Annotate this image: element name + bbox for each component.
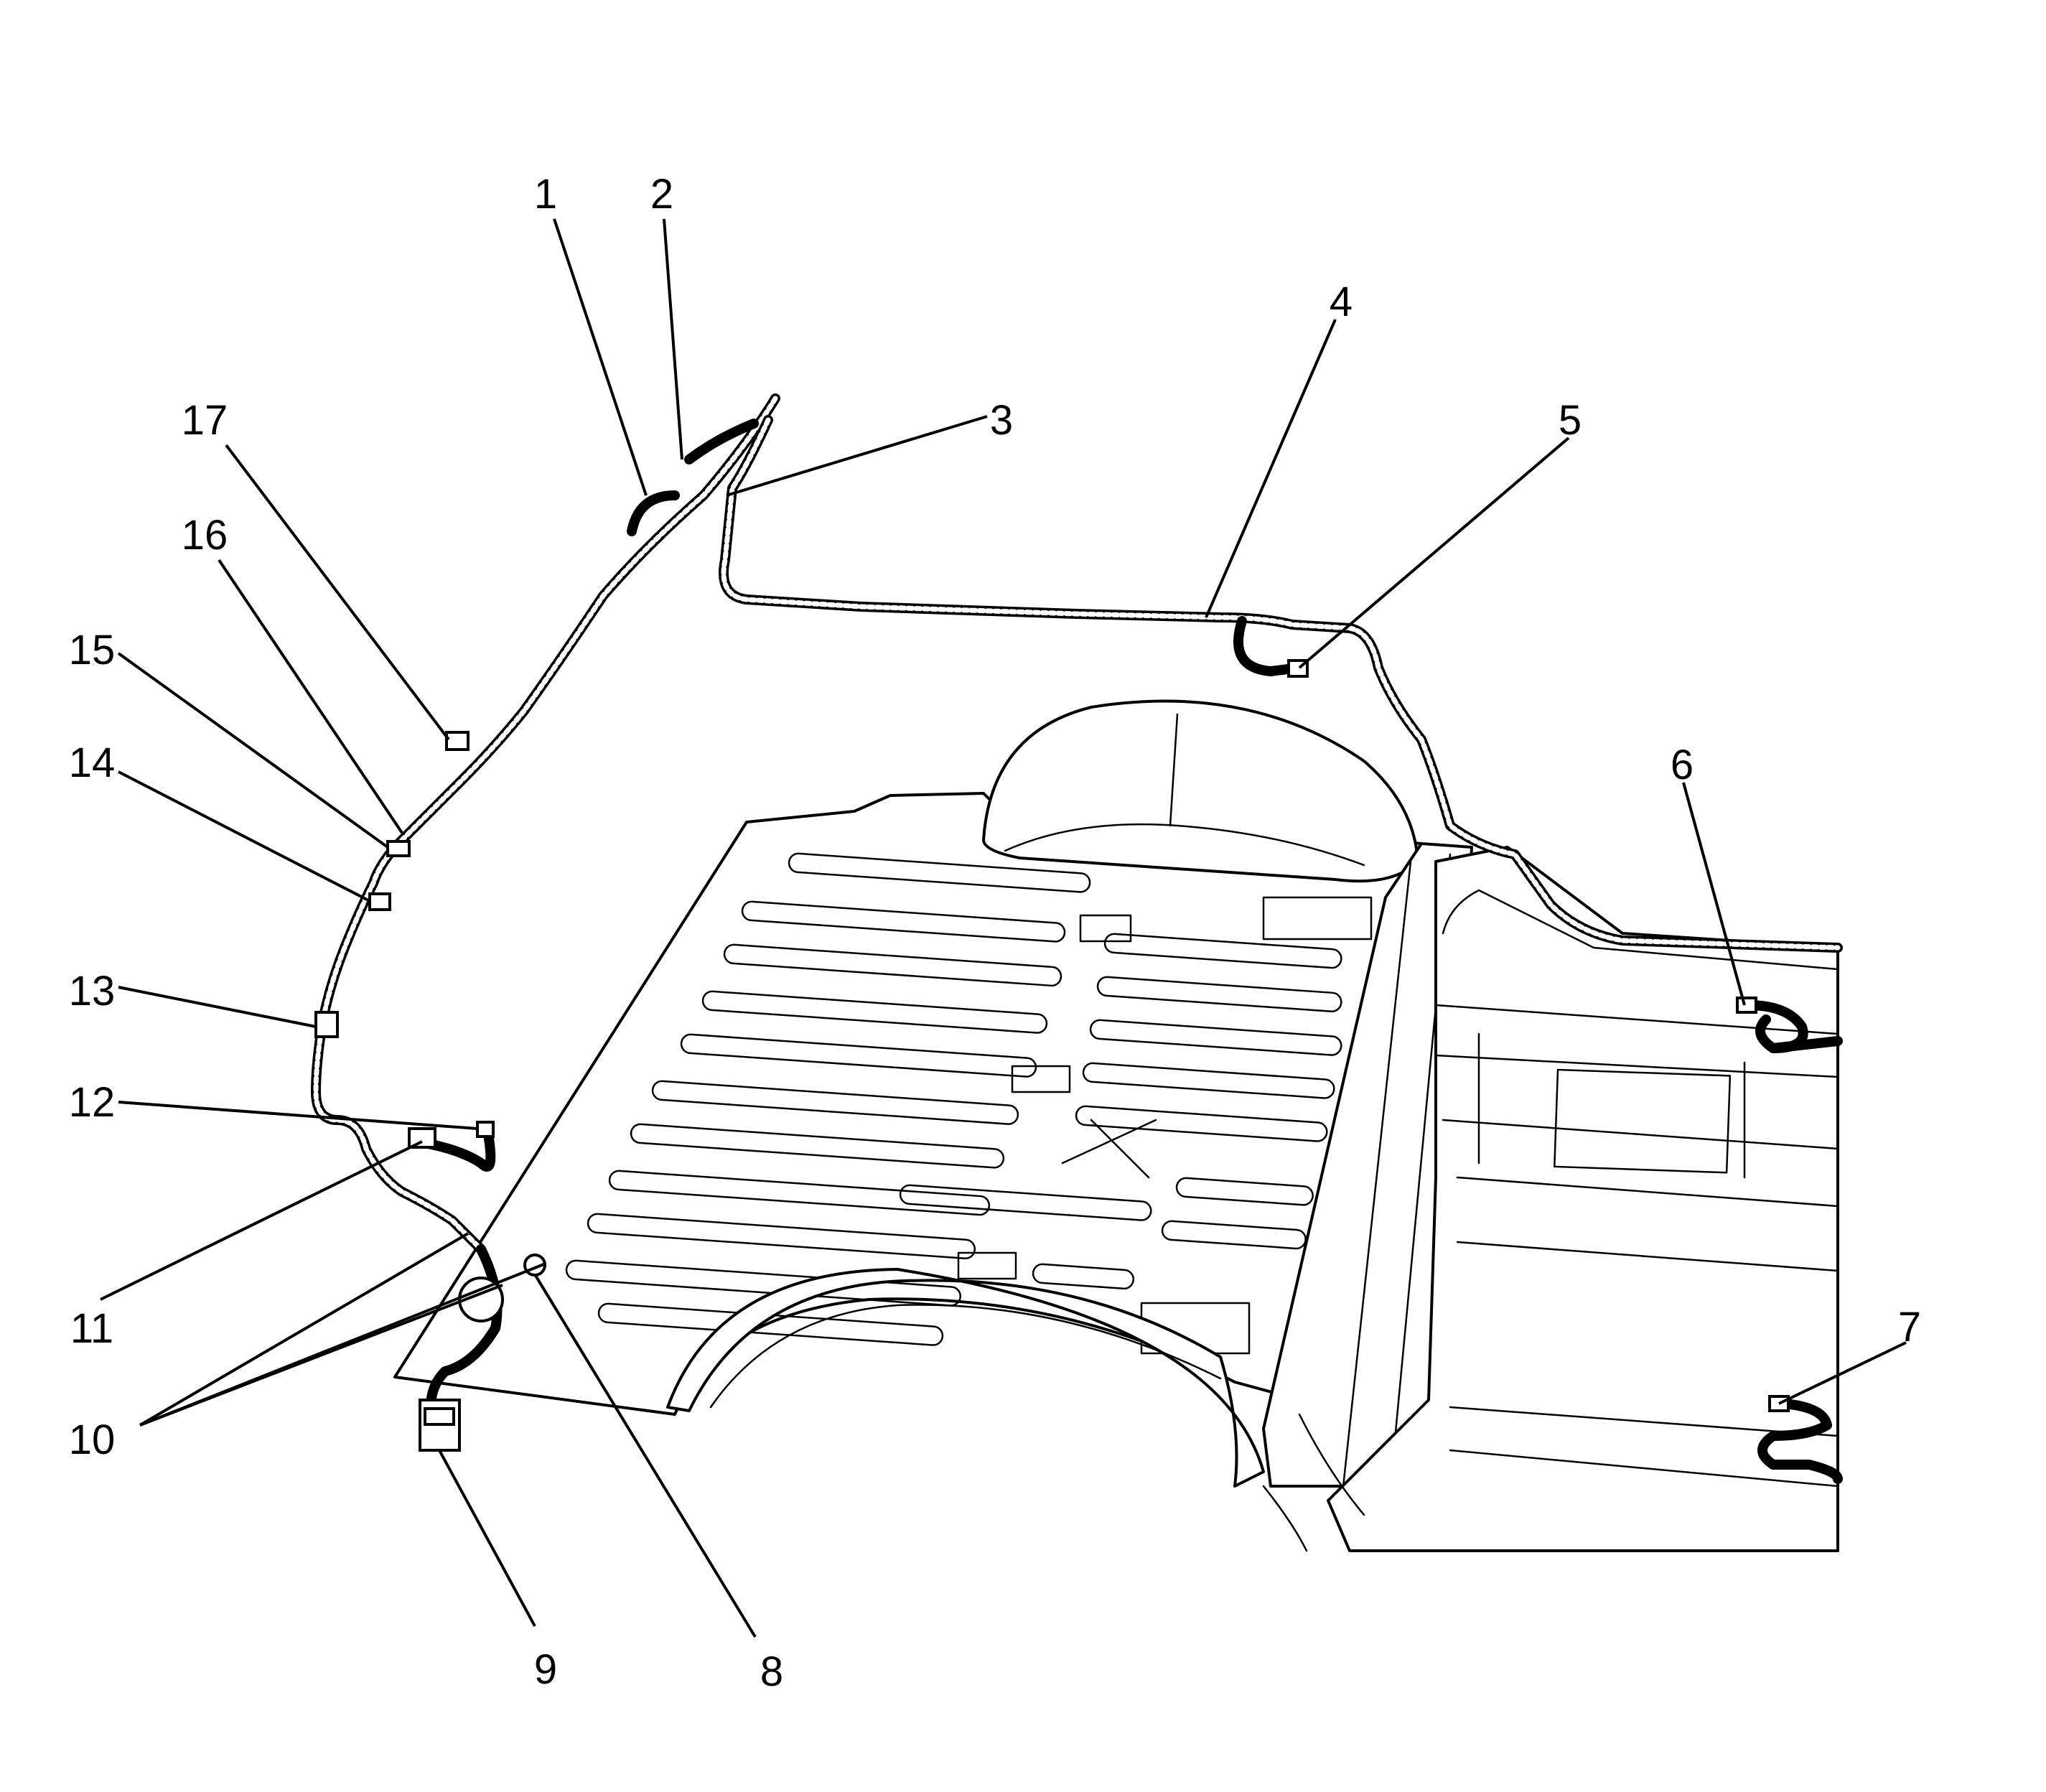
floor-recess-2 bbox=[1011, 1065, 1071, 1093]
load-floor-panel bbox=[393, 792, 1423, 1427]
callout-2: 2 bbox=[650, 171, 673, 218]
callout-1: 1 bbox=[534, 171, 557, 218]
connector-15 bbox=[386, 840, 411, 857]
leader-1 bbox=[553, 218, 648, 496]
leader-8 bbox=[533, 1273, 757, 1638]
floor-x-mark bbox=[1061, 1119, 1157, 1179]
leader-10a bbox=[139, 1232, 470, 1427]
callout-17: 17 bbox=[182, 397, 228, 444]
leader-15 bbox=[117, 652, 389, 849]
leader-13 bbox=[118, 986, 317, 1028]
leader-12 bbox=[118, 1101, 478, 1130]
callout-4: 4 bbox=[1330, 279, 1353, 325]
connectors bbox=[314, 659, 1790, 1452]
floor-tray-upper bbox=[1262, 896, 1373, 941]
leader-5 bbox=[1298, 437, 1570, 669]
connector-13 bbox=[314, 1011, 339, 1038]
leader-16 bbox=[218, 559, 403, 834]
body-rear-floor bbox=[1327, 846, 1839, 1552]
callout-8: 8 bbox=[760, 1648, 783, 1695]
leader-3 bbox=[726, 415, 988, 497]
callout-13: 13 bbox=[69, 968, 116, 1014]
callout-9: 9 bbox=[534, 1646, 557, 1693]
leader-9 bbox=[438, 1450, 536, 1627]
vehicle-body bbox=[1262, 842, 1839, 1552]
callout-10: 10 bbox=[69, 1417, 116, 1463]
floor-recess-3 bbox=[957, 1251, 1017, 1280]
callout-11: 11 bbox=[70, 1305, 113, 1352]
connector-14 bbox=[368, 892, 391, 911]
connector-6 bbox=[1736, 997, 1757, 1014]
callout-labels: 1 2 3 4 5 6 7 8 9 10 11 12 13 14 15 16 1… bbox=[69, 171, 1921, 1695]
callout-7: 7 bbox=[1898, 1304, 1921, 1350]
callout-leaders bbox=[100, 218, 1907, 1638]
leader-10c bbox=[139, 1262, 546, 1427]
callout-14: 14 bbox=[69, 739, 116, 786]
wiring-harness bbox=[311, 393, 1843, 1484]
callout-6: 6 bbox=[1671, 742, 1694, 788]
leader-2 bbox=[663, 218, 683, 460]
callout-3: 3 bbox=[990, 397, 1013, 444]
connector-12 bbox=[476, 1121, 495, 1138]
leader-7 bbox=[1778, 1341, 1907, 1405]
leader-11 bbox=[100, 1140, 423, 1301]
upper-wheel-house bbox=[982, 699, 1419, 883]
callout-15: 15 bbox=[69, 627, 116, 673]
leader-17 bbox=[225, 444, 450, 741]
leader-4 bbox=[1205, 319, 1337, 618]
connector-17 bbox=[445, 731, 470, 751]
floor-recess-1 bbox=[1079, 914, 1132, 943]
rear-floor-panel bbox=[1554, 1068, 1732, 1174]
leader-6 bbox=[1682, 782, 1746, 1006]
lower-wheel-house bbox=[666, 1268, 1265, 1488]
leader-14 bbox=[118, 770, 370, 902]
callout-5: 5 bbox=[1559, 397, 1582, 444]
vehicle-floor bbox=[393, 792, 1423, 1427]
upper-wheel-house-inner bbox=[1004, 823, 1365, 867]
callout-12: 12 bbox=[69, 1079, 116, 1126]
callout-16: 16 bbox=[182, 512, 228, 559]
